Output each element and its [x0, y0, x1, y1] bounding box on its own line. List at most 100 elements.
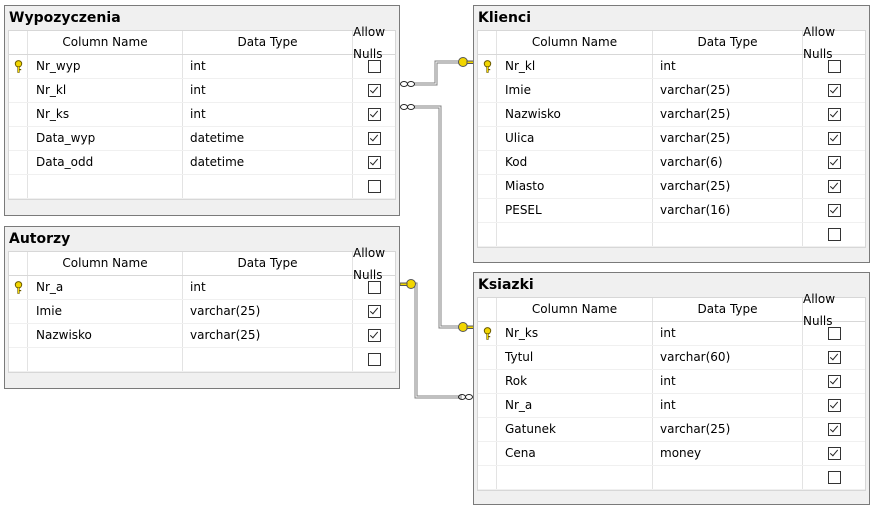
row-selector[interactable] — [478, 466, 497, 489]
row-selector[interactable] — [478, 418, 497, 441]
row-selector[interactable] — [478, 346, 497, 369]
allow-nulls-checkbox[interactable] — [367, 180, 381, 193]
column-name-cell[interactable] — [497, 223, 653, 246]
column-row[interactable] — [478, 466, 865, 490]
allow-nulls-checkbox[interactable] — [367, 108, 381, 121]
row-selector[interactable] — [478, 175, 497, 198]
allow-nulls-checkbox[interactable] — [827, 351, 841, 364]
row-selector[interactable] — [478, 55, 497, 78]
row-selector[interactable] — [478, 79, 497, 102]
data-type-cell[interactable]: varchar(6) — [653, 151, 803, 174]
column-name-header[interactable]: Column Name — [28, 252, 183, 275]
relationship-wypozyczenia-ksiazki[interactable] — [414, 105, 462, 329]
row-selector[interactable] — [9, 55, 28, 78]
row-selector[interactable] — [478, 370, 497, 393]
row-selector[interactable] — [9, 348, 28, 371]
column-name-cell[interactable] — [28, 348, 183, 371]
data-type-cell[interactable]: varchar(16) — [653, 199, 803, 222]
allow-nulls-checkbox[interactable] — [367, 132, 381, 145]
data-type-cell[interactable]: int — [183, 55, 353, 78]
data-type-cell[interactable]: int — [653, 55, 803, 78]
column-name-cell[interactable]: Rok — [497, 370, 653, 393]
data-type-cell[interactable]: money — [653, 442, 803, 465]
column-name-header[interactable]: Column Name — [497, 298, 653, 321]
column-name-cell[interactable]: Nazwisko — [497, 103, 653, 126]
allow-nulls-checkbox[interactable] — [827, 180, 841, 193]
data-type-cell[interactable]: int — [653, 370, 803, 393]
allow-nulls-checkbox[interactable] — [827, 423, 841, 436]
data-type-cell[interactable] — [653, 223, 803, 246]
allow-nulls-checkbox[interactable] — [827, 228, 841, 241]
row-selector[interactable] — [478, 394, 497, 417]
column-name-cell[interactable]: Data_odd — [28, 151, 183, 174]
data-type-cell[interactable]: varchar(25) — [183, 324, 353, 347]
allow-nulls-checkbox[interactable] — [827, 60, 841, 73]
data-type-cell[interactable]: varchar(60) — [653, 346, 803, 369]
allow-nulls-checkbox[interactable] — [367, 60, 381, 73]
data-type-cell[interactable]: varchar(25) — [183, 300, 353, 323]
row-selector[interactable] — [478, 223, 497, 246]
column-row[interactable] — [478, 223, 865, 247]
column-name-cell[interactable]: Kod — [497, 151, 653, 174]
row-selector[interactable] — [9, 79, 28, 102]
data-type-cell[interactable] — [183, 175, 353, 198]
data-type-cell[interactable]: int — [183, 276, 353, 299]
column-name-cell[interactable]: Nr_kl — [28, 79, 183, 102]
data-type-cell[interactable]: varchar(25) — [653, 418, 803, 441]
data-type-cell[interactable]: int — [183, 79, 353, 102]
row-selector[interactable] — [478, 322, 497, 345]
data-type-cell[interactable]: int — [653, 394, 803, 417]
column-name-cell[interactable]: Nr_a — [497, 394, 653, 417]
column-name-cell[interactable]: PESEL — [497, 199, 653, 222]
row-selector[interactable] — [9, 127, 28, 150]
allow-nulls-checkbox[interactable] — [367, 329, 381, 342]
allow-nulls-checkbox[interactable] — [827, 375, 841, 388]
data-type-header[interactable]: Data Type — [183, 31, 353, 54]
row-selector[interactable] — [9, 324, 28, 347]
column-name-cell[interactable]: Miasto — [497, 175, 653, 198]
data-type-cell[interactable]: int — [653, 322, 803, 345]
allow-nulls-checkbox[interactable] — [367, 84, 381, 97]
column-name-cell[interactable]: Imie — [28, 300, 183, 323]
column-name-header[interactable]: Column Name — [28, 31, 183, 54]
allow-nulls-checkbox[interactable] — [827, 204, 841, 217]
column-name-cell[interactable]: Cena — [497, 442, 653, 465]
data-type-cell[interactable] — [183, 348, 353, 371]
column-name-cell[interactable]: Nr_ks — [497, 322, 653, 345]
column-name-cell[interactable]: Nr_a — [28, 276, 183, 299]
data-type-cell[interactable]: int — [183, 103, 353, 126]
row-selector[interactable] — [9, 175, 28, 198]
data-type-cell[interactable]: datetime — [183, 151, 353, 174]
column-name-cell[interactable]: Nr_wyp — [28, 55, 183, 78]
data-type-header[interactable]: Data Type — [653, 31, 803, 54]
allow-nulls-header[interactable]: Allow Nulls — [803, 24, 836, 61]
row-selector[interactable] — [478, 103, 497, 126]
allow-nulls-checkbox[interactable] — [827, 471, 841, 484]
data-type-cell[interactable]: varchar(25) — [653, 79, 803, 102]
allow-nulls-checkbox[interactable] — [827, 399, 841, 412]
data-type-cell[interactable]: varchar(25) — [653, 103, 803, 126]
column-name-cell[interactable]: Nr_kl — [497, 55, 653, 78]
column-name-header[interactable]: Column Name — [497, 31, 653, 54]
allow-nulls-header[interactable]: Allow Nulls — [803, 291, 836, 328]
allow-nulls-header[interactable]: Allow Nulls — [353, 24, 386, 61]
row-selector[interactable] — [9, 300, 28, 323]
